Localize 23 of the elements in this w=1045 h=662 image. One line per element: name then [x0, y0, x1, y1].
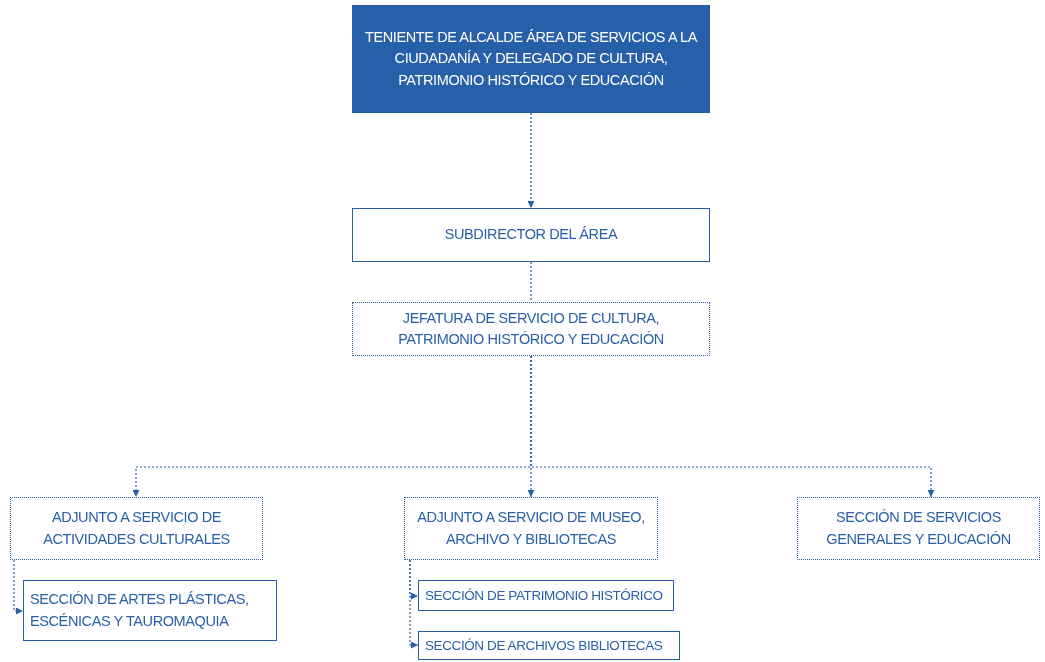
org-box	[797, 497, 1040, 560]
box-label: SECCIÓN DE PATRIMONIO HISTÓRICO	[425, 586, 663, 605]
org-box	[418, 631, 680, 660]
box-label: JEFATURA DE SERVICIO DE CULTURA, PATRIMONIO HISTÓRICO Y EDUCACIÓN	[397, 309, 665, 349]
org-box	[10, 497, 263, 560]
arrow	[409, 559, 419, 649]
box-label: SECCIÓN DE ARCHIVOS BIBLIOTECAS	[425, 636, 663, 655]
org-box	[418, 580, 674, 611]
arrow	[527, 112, 535, 209]
box-label: SUBDIRECTOR DEL ÁREA	[444, 225, 618, 245]
org-box	[23, 580, 277, 641]
box-label: SECCIÓN DE SERVICIOS GENERALES Y EDUCACIÓN	[825, 508, 1012, 549]
box-label: SECCIÓN DE ARTES PLÁSTICAS, ESCÉNICAS Y TAUROMAQUIA	[30, 590, 250, 631]
box-label: ADJUNTO A SERVICIO DE ACTIVIDADES CULTURALES	[42, 508, 231, 549]
arrow	[530, 355, 935, 498]
org-box	[352, 208, 710, 262]
connector-line	[530, 261, 532, 303]
arrow	[13, 559, 24, 615]
org-box	[352, 302, 710, 356]
header-box	[352, 5, 710, 113]
box-label: TENIENTE DE ALCALDE ÁREA DE SERVICIOS A LA CIUDADANÍA Y DELEGADO DE CULTURA, PATRIMONIO HISTÓRICO Y EDUCACIÓN	[364, 28, 699, 90]
box-label: ADJUNTO A SERVICIO DE MUSEO, ARCHIVO Y BIBLIOTECAS	[416, 508, 646, 549]
org-box	[404, 497, 658, 560]
